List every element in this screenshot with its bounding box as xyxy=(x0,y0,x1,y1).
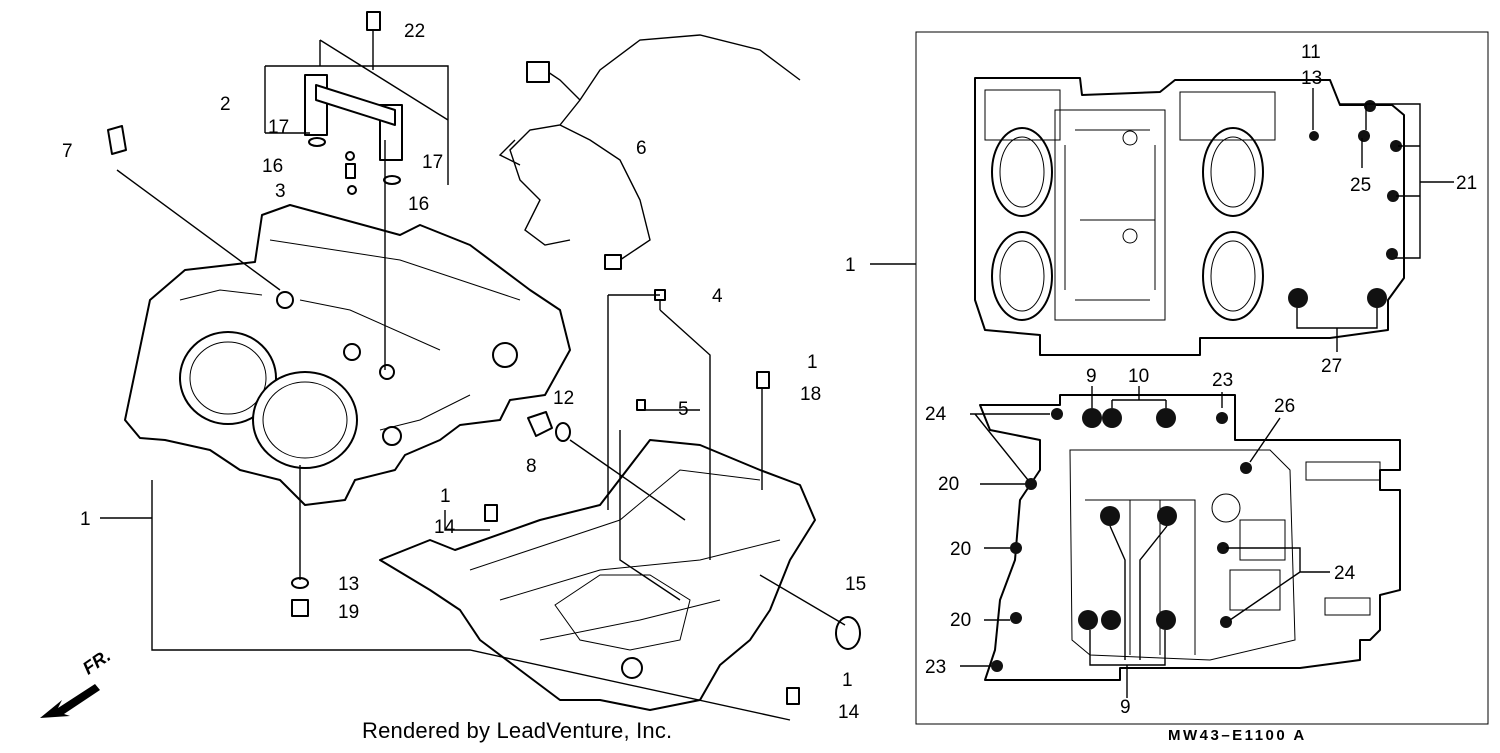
callout-20-a: 20 xyxy=(938,474,959,495)
callout-24-right: 24 xyxy=(1334,563,1356,584)
callout-10: 10 xyxy=(1128,366,1149,387)
callout-20-b: 20 xyxy=(950,539,971,560)
wire-harness-drawing xyxy=(498,34,801,261)
exploded-crankcase-assembly xyxy=(100,11,861,721)
callout-25: 25 xyxy=(1350,175,1371,196)
callout-13-inset: 13 xyxy=(1301,68,1322,89)
front-direction-arrow-icon xyxy=(40,684,100,718)
callout-9-top: 9 xyxy=(1086,366,1097,387)
callout-1-dowel-18: 1 xyxy=(807,352,818,373)
callout-27: 27 xyxy=(1321,356,1342,377)
callout-17-right: 17 xyxy=(422,152,443,173)
lower-crankcase-drawing xyxy=(379,439,816,711)
callout-4: 4 xyxy=(712,286,723,307)
diagram-code: MW43–E1100 A xyxy=(1168,727,1307,744)
callout-23-top: 23 xyxy=(1212,370,1233,391)
callout-19: 19 xyxy=(338,602,359,623)
callout-16-lower: 16 xyxy=(408,194,429,215)
callout-3: 3 xyxy=(275,181,286,202)
callout-26: 26 xyxy=(1274,396,1295,417)
callout-12: 12 xyxy=(553,388,574,409)
callout-16-upper: 16 xyxy=(262,156,283,177)
callout-8: 8 xyxy=(526,456,537,477)
inset-frame xyxy=(915,31,1489,725)
callout-1-crankcase: 1 xyxy=(80,509,91,530)
callout-24-left: 24 xyxy=(925,404,947,425)
callout-20-c: 20 xyxy=(950,610,971,631)
crankcase-inset-view xyxy=(870,31,1489,725)
callout-11: 11 xyxy=(1301,42,1321,63)
callout-1-upper-case-inset: 1 xyxy=(845,255,856,276)
callout-6: 6 xyxy=(636,138,647,159)
callout-numbers: 22 2 17 16 17 3 16 7 6 4 1 18 12 5 8 1 1… xyxy=(62,21,1477,723)
callout-1-dowel-14-lower: 1 xyxy=(842,670,853,691)
callout-15: 15 xyxy=(845,574,866,595)
callout-22: 22 xyxy=(404,21,425,42)
callout-21: 21 xyxy=(1456,173,1477,194)
callout-7: 7 xyxy=(62,141,73,162)
callout-5: 5 xyxy=(678,399,689,420)
callout-1-dowel-14-upper: 1 xyxy=(440,486,451,507)
callout-17-left: 17 xyxy=(268,117,289,138)
callout-23-bottom: 23 xyxy=(925,657,946,678)
callout-14-upper: 14 xyxy=(434,517,456,538)
render-credit: Rendered by LeadVenture, Inc. xyxy=(362,718,673,743)
inset-leader-lines xyxy=(870,88,1454,698)
lower-crankcase-bottom-view xyxy=(979,394,1401,681)
callout-14-lower: 14 xyxy=(838,702,860,723)
callout-13-bolt: 13 xyxy=(338,574,359,595)
callout-2: 2 xyxy=(220,94,231,115)
callout-9-bottom: 9 xyxy=(1120,697,1131,718)
upper-crankcase-top-view xyxy=(974,77,1405,356)
callout-18: 18 xyxy=(800,384,821,405)
